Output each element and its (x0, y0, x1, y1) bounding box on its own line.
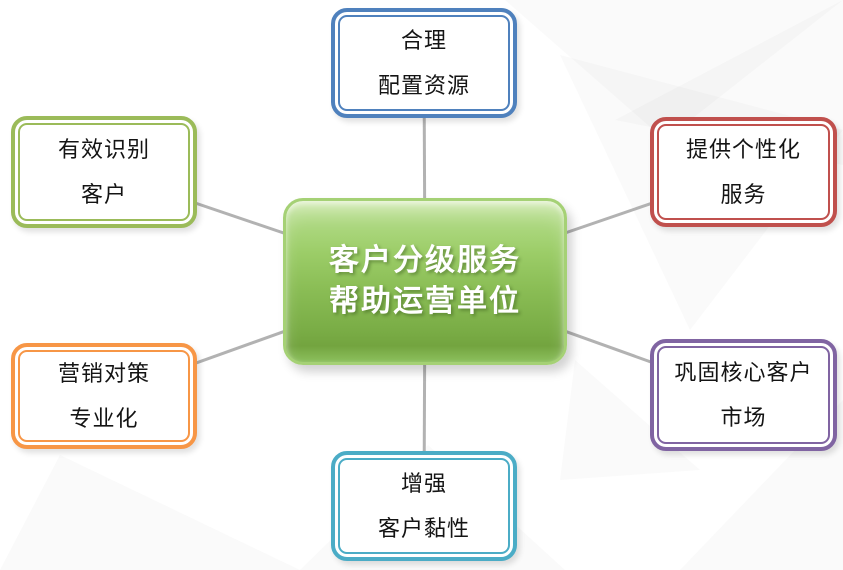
node-top-right: 提供个性化 服务 (650, 117, 837, 227)
node-center-label-line2: 帮助运营单位 (329, 284, 521, 318)
node-center-label-line1: 客户分级服务 (329, 244, 521, 277)
node-top-left-label-line1: 有效识别 (57, 136, 150, 162)
node-bottom-right-frame: 巩固核心客户 市场 (657, 346, 830, 444)
node-bottom-left-frame: 营销对策 专业化 (18, 350, 190, 442)
node-center: 客户分级服务 帮助运营单位 (283, 198, 567, 365)
node-top-left: 有效识别 客户 (11, 116, 197, 228)
node-bottom-frame: 增强 客户黏性 (338, 458, 510, 554)
node-top-label-line1: 合理 (400, 27, 447, 53)
node-top-frame: 合理 配置资源 (338, 15, 510, 111)
node-top-left-label-line2: 客户 (80, 182, 127, 207)
node-top-right-label-line2: 服务 (720, 182, 767, 207)
node-top-right-label-line1: 提供个性化 (685, 136, 801, 162)
node-bottom-right: 巩固核心客户 市场 (650, 339, 837, 451)
node-bottom-left: 营销对策 专业化 (11, 343, 197, 449)
node-bottom-label-line1: 增强 (400, 470, 447, 496)
node-top-left-frame: 有效识别 客户 (18, 123, 190, 221)
node-top-right-frame: 提供个性化 服务 (657, 124, 830, 220)
node-bottom-left-label-line2: 专业化 (69, 406, 139, 431)
node-top-label-line2: 配置资源 (377, 73, 470, 98)
node-bottom: 增强 客户黏性 (331, 451, 517, 561)
node-bottom-left-label-line1: 营销对策 (57, 360, 150, 386)
node-bottom-label-line2: 客户黏性 (377, 516, 470, 541)
node-top: 合理 配置资源 (331, 8, 517, 118)
node-bottom-right-label-line2: 市场 (720, 405, 767, 430)
node-bottom-right-label-line1: 巩固核心客户 (674, 359, 813, 385)
